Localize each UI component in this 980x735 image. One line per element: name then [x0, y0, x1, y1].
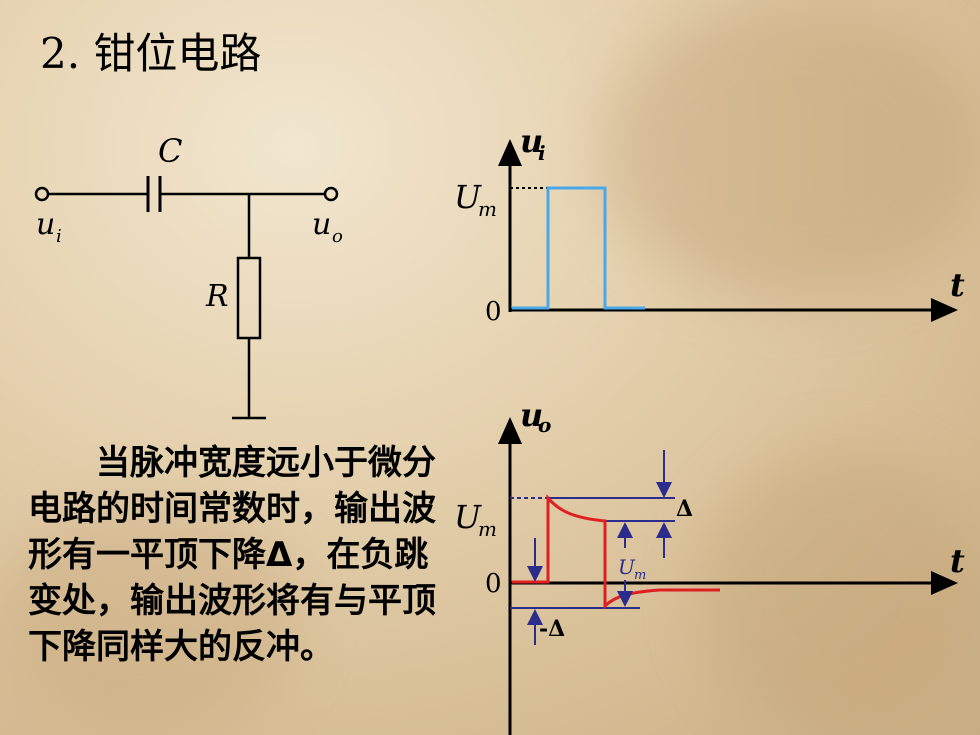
description-line1: 当脉冲宽度远小于 [96, 443, 368, 483]
circuit [34, 176, 339, 420]
bottom-um-label-sub: m [478, 517, 497, 541]
bottom-um-label: U [454, 498, 482, 536]
inner-um-label: U [618, 555, 636, 579]
top-y-label-sub: i [538, 141, 546, 165]
bottom-y-label: u [520, 396, 543, 434]
delta-label: Δ [676, 496, 693, 522]
input-terminal [34, 186, 50, 202]
neg-delta-label: -Δ [539, 616, 565, 642]
top-um-label-sub: m [478, 197, 497, 221]
resistor [236, 256, 262, 340]
bottom-y-label-sub: o [538, 413, 551, 437]
top-y-label: u [520, 122, 543, 160]
output-waveform [512, 493, 720, 610]
description-rest: 微分电路的时间常数时，输出波形有一平顶下降Δ，在负跳变处，输出波形将有与平顶下降… [28, 443, 436, 667]
page-title: 2. 钳位电路 [40, 29, 262, 78]
capacitor-label: C [158, 132, 182, 170]
input-waveform-graph: u i t U m 0 [454, 122, 965, 327]
bottom-x-label: t [950, 542, 965, 580]
input-pulse [512, 186, 645, 310]
bottom-zero-label: 0 [485, 569, 502, 599]
output-label-sub: o [332, 226, 343, 247]
top-um-label: U [454, 178, 482, 216]
output-waveform-graph: u o t U m 0 U m Δ -Δ [454, 396, 965, 735]
input-label: u [36, 207, 55, 242]
top-zero-label: 0 [485, 297, 502, 327]
resistor-label: R [205, 279, 229, 314]
description-text: 当脉冲宽度远小于微分电路的时间常数时，输出波形有一平顶下降Δ，在负跳变处，输出波… [28, 440, 448, 670]
inner-um-label-sub: m [634, 568, 646, 583]
output-label: u [312, 207, 331, 242]
top-x-label: t [950, 266, 965, 304]
output-terminal [323, 186, 339, 202]
input-label-sub: i [56, 226, 62, 247]
